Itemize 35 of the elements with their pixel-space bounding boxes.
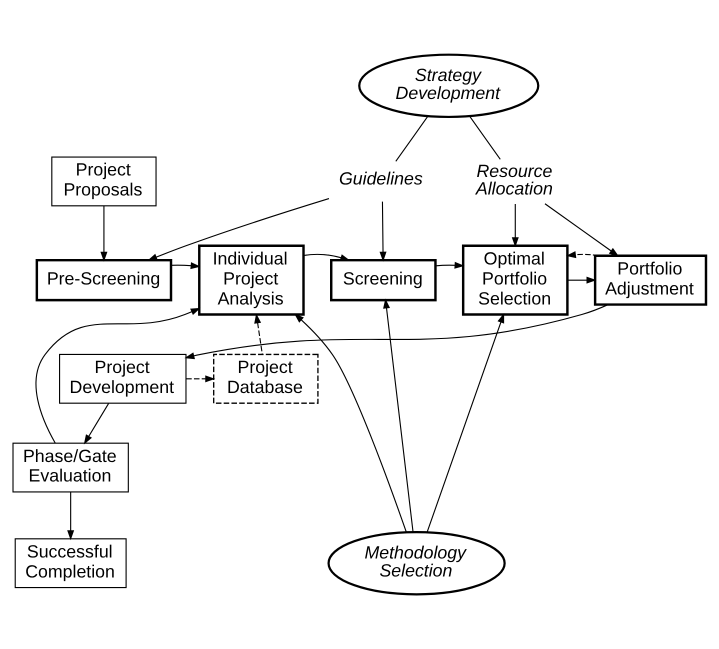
arrow	[186, 375, 216, 382]
node-box: Successful Completion	[14, 538, 127, 588]
connector	[395, 116, 428, 162]
arrow	[67, 492, 74, 540]
connector	[469, 116, 501, 160]
node-box: Phase/Gate Evaluation	[12, 442, 129, 492]
arrow	[544, 203, 619, 257]
arrow	[436, 262, 465, 269]
node-box: Portfolio Adjustment	[594, 254, 708, 306]
arrow	[304, 254, 350, 261]
node-box: Pre-Screening	[36, 258, 172, 302]
node-box: Individual Project Analysis	[198, 244, 305, 316]
node-text: Guidelines	[338, 168, 423, 189]
arrow	[566, 251, 598, 258]
arrow	[383, 298, 414, 532]
arrow	[147, 198, 330, 261]
arrow	[184, 304, 608, 360]
node-ellipse: Strategy Development	[358, 54, 540, 118]
arrow	[171, 262, 201, 270]
arrow	[568, 276, 596, 284]
node-text: Resource Allocation	[476, 160, 553, 199]
arrow	[426, 313, 504, 532]
node-box: Project Development	[59, 354, 187, 404]
node-ellipse: Methodology Selection	[327, 530, 506, 596]
node-box: Screening	[330, 258, 437, 302]
node-box: Project Database	[213, 354, 319, 404]
arrow	[84, 403, 110, 445]
node-box: Optimal Portfolio Selection	[462, 244, 569, 316]
node-box: Project Proposals	[51, 156, 157, 206]
arrow	[35, 308, 201, 444]
arrow	[100, 206, 108, 262]
arrow	[380, 202, 387, 262]
arrow	[294, 313, 407, 532]
arrow	[512, 204, 519, 248]
arrow	[254, 313, 263, 354]
